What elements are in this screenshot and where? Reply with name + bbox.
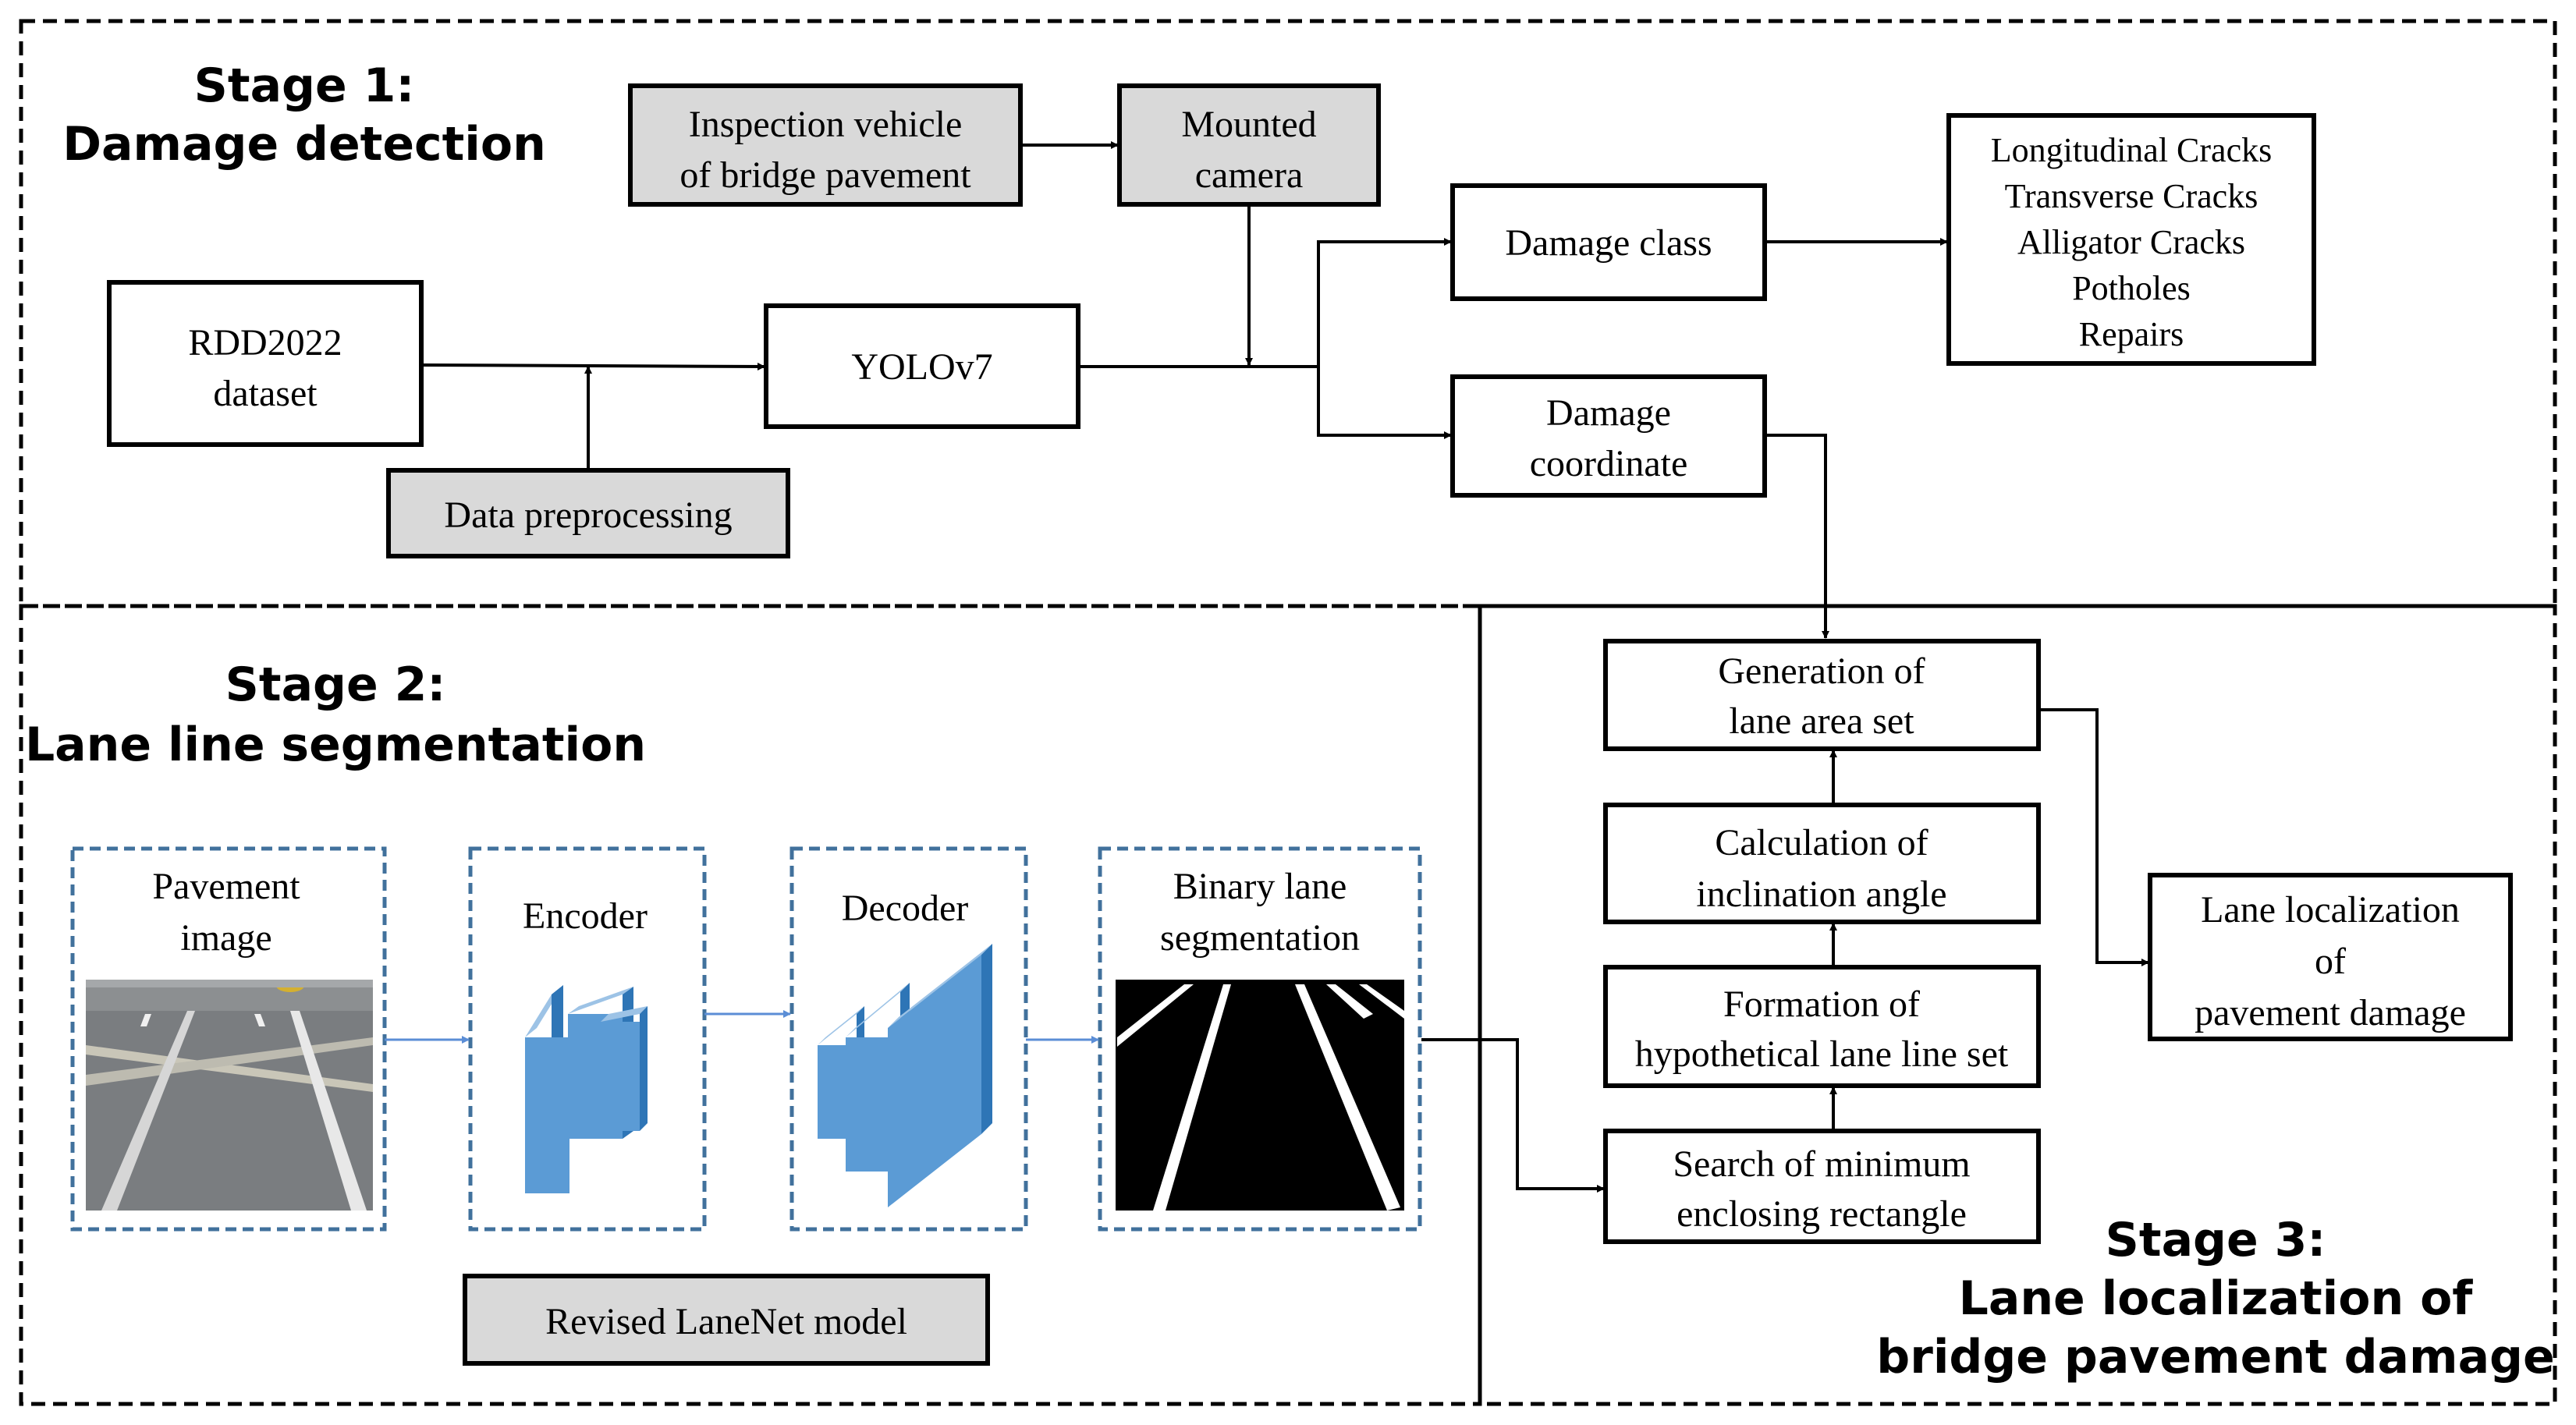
connector-yolo-out — [1078, 238, 1452, 368]
damage-class-box: Damage class — [1450, 183, 1767, 301]
lane-localization-line3: pavement damage — [2195, 992, 2466, 1033]
connector-to-coordinate — [1317, 367, 1452, 439]
binary-segmentation-image — [1116, 980, 1404, 1211]
lane-localization-line2: of — [2315, 941, 2346, 982]
damage-coordinate-box: Damage coordinate — [1450, 374, 1767, 498]
binary-segmentation-panel: Binary lane segmentation — [1098, 846, 1422, 1232]
rdd2022-line1: RDD2022 — [188, 322, 342, 363]
data-preprocessing-box: Data preprocessing — [386, 468, 790, 558]
pavement-image-line2: image — [180, 917, 271, 959]
stage1-title: Stage 1: — [194, 58, 415, 113]
revised-lanenet-label: Revised LaneNet model — [545, 1301, 907, 1342]
generation-lane-area-line2: lane area set — [1729, 700, 1914, 742]
revised-lanenet-box: Revised LaneNet model — [463, 1274, 990, 1366]
encoder-layers-icon — [525, 985, 648, 1193]
stage3-subtitle-1: Lane localization of — [1959, 1271, 2474, 1326]
yolov7-box: YOLOv7 — [764, 303, 1080, 429]
damage-types-box: Longitudinal Cracks Transverse Cracks Al… — [1946, 113, 2316, 366]
pavement-image-panel: Pavement image — [70, 846, 387, 1232]
calculation-angle-line1: Calculation of — [1715, 822, 1928, 863]
formation-hypothetical-box: Formation of hypothetical lane line set — [1603, 965, 2041, 1088]
inspection-vehicle-line2: of bridge pavement — [679, 154, 971, 196]
encoder-label: Encoder — [523, 895, 648, 937]
connector-coordinate-to-stage3 — [1765, 434, 1829, 639]
data-preprocessing-label: Data preprocessing — [444, 494, 732, 536]
encoder-panel: Encoder — [468, 846, 707, 1232]
connector-binary-to-search — [1421, 1038, 1605, 1193]
stage1-subtitle: Damage detection — [62, 117, 546, 172]
damage-class-label: Damage class — [1505, 222, 1712, 264]
mounted-camera-line1: Mounted — [1181, 104, 1316, 145]
binary-segmentation-line2: segmentation — [1160, 917, 1360, 959]
damage-coordinate-line1: Damage — [1546, 392, 1671, 434]
generation-lane-area-box: Generation of lane area set — [1603, 639, 2041, 751]
damage-type-transverse: Transverse Cracks — [2005, 177, 2258, 215]
stage2-title: Stage 2: — [225, 658, 446, 712]
damage-coordinate-line2: coordinate — [1530, 443, 1688, 484]
rdd2022-line2: dataset — [213, 373, 318, 414]
inspection-vehicle-line1: Inspection vehicle — [689, 104, 963, 145]
stage3-subtitle-2: bridge pavement damage — [1876, 1330, 2554, 1384]
decoder-label: Decoder — [842, 888, 969, 929]
search-rectangle-line2: enclosing rectangle — [1677, 1193, 1967, 1235]
decoder-layers-icon — [818, 944, 992, 1207]
pavement-image-line1: Pavement — [152, 866, 300, 907]
binary-segmentation-line1: Binary lane — [1173, 866, 1347, 907]
mounted-camera-line2: camera — [1195, 154, 1304, 196]
search-rectangle-box: Search of minimum enclosing rectangle — [1603, 1129, 2041, 1244]
stage3-title: Stage 3: — [2106, 1213, 2326, 1267]
damage-type-alligator: Alligator Cracks — [2017, 223, 2245, 261]
damage-type-longitudinal: Longitudinal Cracks — [1991, 131, 2273, 169]
stage1-region — [19, 19, 2557, 608]
mounted-camera-box: Mounted camera — [1117, 83, 1381, 207]
calculation-angle-line2: inclination angle — [1696, 874, 1946, 915]
connector-generation-to-localization — [2038, 708, 2149, 966]
lane-localization-line1: Lane localization — [2201, 889, 2460, 931]
inspection-vehicle-box: Inspection vehicle of bridge pavement — [628, 83, 1023, 207]
damage-type-repairs: Repairs — [2079, 315, 2184, 353]
pavement-photo — [86, 980, 373, 1211]
lane-localization-box: Lane localization of pavement damage — [2148, 873, 2513, 1041]
stage2-subtitle: Lane line segmentation — [25, 718, 646, 772]
generation-lane-area-line1: Generation of — [1718, 650, 1925, 692]
decoder-panel: Decoder — [789, 846, 1028, 1232]
formation-hypothetical-line2: hypothetical lane line set — [1635, 1033, 2009, 1075]
arrow-rdd-to-yolo — [420, 362, 765, 370]
yolov7-label: YOLOv7 — [851, 346, 992, 388]
calculation-angle-box: Calculation of inclination angle — [1603, 803, 2041, 924]
formation-hypothetical-line1: Formation of — [1723, 984, 1920, 1025]
stage3-region — [1478, 604, 2557, 1406]
search-rectangle-line1: Search of minimum — [1673, 1143, 1970, 1185]
damage-type-potholes: Potholes — [2072, 269, 2191, 307]
rdd2022-box: RDD2022 dataset — [107, 280, 424, 447]
